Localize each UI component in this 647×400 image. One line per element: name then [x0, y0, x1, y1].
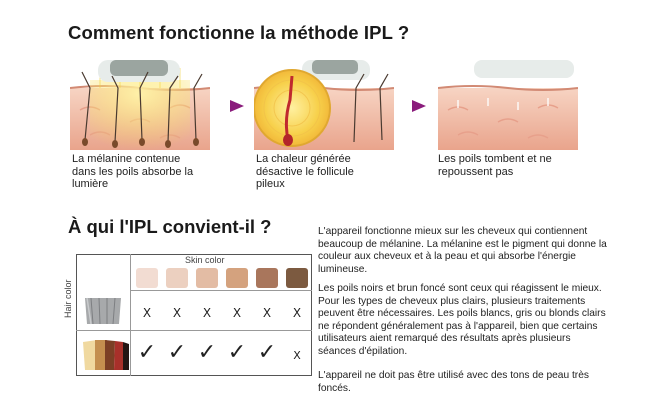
caption-line: repoussent pas: [438, 165, 514, 178]
table-divider: [130, 290, 312, 291]
paragraph-line: Pour les types de cheveux plus clairs, p…: [318, 295, 586, 307]
skin-color-label: Skin color: [185, 255, 225, 265]
step-2-illustration: [254, 60, 394, 150]
caption-line: La mélanine contenue: [72, 153, 181, 165]
check-icon: ✓: [257, 340, 277, 365]
paragraph-line: L'appareil fonctionne mieux sur les chev…: [318, 226, 588, 237]
light-hair-mark: X: [202, 306, 212, 320]
light-hair-mark: X: [232, 306, 242, 320]
paragraph-line: beaucoup de mélanine. La mélanine est le…: [318, 238, 607, 250]
heading-ipl-method: Comment fonctionne la méthode IPL ?: [68, 22, 410, 43]
skin-color-swatch: [286, 268, 308, 288]
light-hair-mark: X: [262, 306, 272, 320]
paragraph-2: Les poils noirs et brun foncé sont ceux …: [318, 283, 638, 359]
dark-hair-swatch: [81, 338, 131, 377]
paragraph-line: ne répondent généralement pas à l'appare…: [318, 320, 598, 332]
caption-line: pileux: [256, 178, 285, 190]
check-icon: ✓: [227, 340, 247, 365]
check-icon: ✓: [137, 340, 157, 365]
skin-color-swatch: [226, 268, 248, 288]
arrow-icon: [412, 100, 426, 112]
paragraph-3: L'appareil ne doit pas être utilisé avec…: [318, 370, 638, 395]
light-hair-mark: X: [142, 306, 152, 320]
caption-line: Les poils tombent et ne: [438, 153, 552, 165]
suitability-table: [76, 254, 312, 376]
step-3-illustration: [438, 60, 578, 150]
caption-line: dans les poils absorbe la: [72, 165, 194, 178]
hair-color-label: Hair color: [63, 279, 73, 318]
skin-color-swatch: [136, 268, 158, 288]
step-1-caption: La mélanine contenue dans les poils abso…: [72, 153, 193, 191]
heading-suitability: À qui l'IPL convient-il ?: [68, 216, 272, 237]
skin-color-swatch: [166, 268, 188, 288]
paragraph-line: foncés.: [318, 382, 351, 394]
paragraph-line: L'appareil ne doit pas être utilisé avec…: [318, 370, 589, 381]
light-hair-mark: X: [172, 306, 182, 320]
arrow-icon: [230, 100, 244, 112]
step-2-caption: La chaleur générée désactive le follicul…: [256, 153, 354, 191]
paragraph-1: L'appareil fonctionne mieux sur les chev…: [318, 226, 638, 276]
table-divider: [76, 330, 312, 331]
paragraph-line: peuvent être nécessaires. Les poils blan…: [318, 308, 606, 320]
step-1-illustration: [70, 60, 210, 150]
check-icon: ✓: [197, 340, 217, 365]
table-divider: [130, 254, 131, 376]
paragraph-line: séances d'épilation.: [318, 345, 408, 357]
paragraph-line: lumineuse.: [318, 263, 368, 275]
light-hair-mark: X: [292, 306, 302, 320]
gray-hair-swatch: [81, 296, 125, 331]
step-3-caption: Les poils tombent et ne repoussent pas: [438, 153, 552, 178]
dark-hair-x-mark: X: [293, 349, 301, 362]
skin-color-swatch: [256, 268, 278, 288]
caption-line: lumière: [72, 178, 109, 190]
paragraph-line: couleur aux cheveux et à la peau et qui …: [318, 251, 576, 263]
paragraph-line: Les poils noirs et brun foncé sont ceux …: [318, 283, 602, 294]
check-icon: ✓: [167, 340, 187, 365]
caption-line: La chaleur générée: [256, 153, 351, 165]
caption-line: désactive le follicule: [256, 165, 354, 178]
paragraph-line: utilisateurs aient remarqué des résultat…: [318, 333, 571, 345]
skin-color-swatch: [196, 268, 218, 288]
